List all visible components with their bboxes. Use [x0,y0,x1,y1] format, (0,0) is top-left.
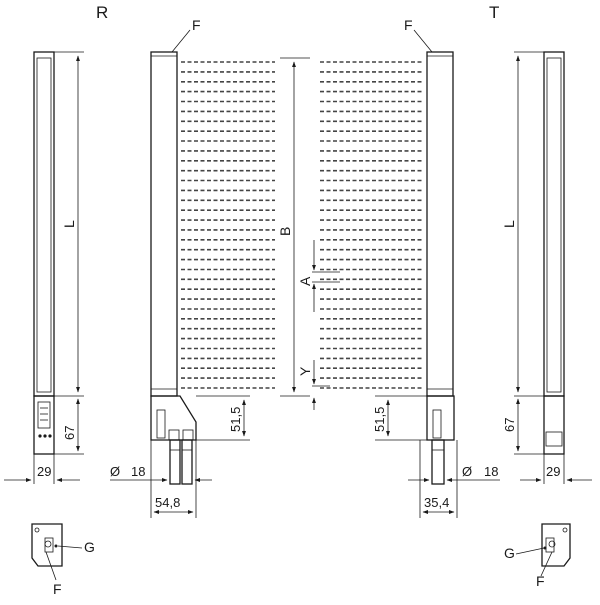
dim-a: A [297,276,313,286]
transmitter-front-view: F 51,5 Ø 18 35,4 [372,17,500,518]
receiver-dim-54-8: 54,8 [155,495,180,510]
receiver-dim-29: 29 [37,464,51,479]
transmitter-dim-67: 67 [502,418,517,432]
receiver-dim-67: 67 [62,426,77,440]
receiver-label: R [96,3,108,22]
receiver-dim-18: 18 [131,464,145,479]
receiver-side-view: L 67 29 [4,51,84,484]
dim-b: B [277,227,293,236]
transmitter-side-view: L 67 29 [501,51,592,484]
receiver-front-view: F 51,5 Ø 18 54,8 [110,17,250,518]
transmitter-dim-35-4: 35,4 [424,495,449,510]
transmitter-diameter-symbol: Ø [462,464,472,479]
receiver-f-label: F [192,17,201,33]
transmitter-detail-f-label: F [536,573,545,589]
receiver-dim-l: L [61,220,77,228]
transmitter-dim-29: 29 [546,464,560,479]
receiver-g-label: G [84,539,95,555]
transmitter-dim-18: 18 [484,464,498,479]
receiver-diameter-symbol: Ø [110,464,120,479]
receiver-dim-51-5: 51,5 [228,407,243,432]
transmitter-label: T [489,3,499,22]
transmitter-f-label: F [404,17,413,33]
light-beams [181,61,424,389]
transmitter-top-detail: G F [504,523,571,589]
transmitter-dim-51-5: 51,5 [372,407,387,432]
dim-y: Y [297,366,313,376]
receiver-top-detail: G F [31,523,95,597]
center-dimensions: B A Y [276,57,340,410]
receiver-detail-f-label: F [53,581,62,597]
receiver-display [37,401,51,429]
transmitter-g-label: G [504,545,515,561]
transmitter-dim-l: L [501,220,517,228]
